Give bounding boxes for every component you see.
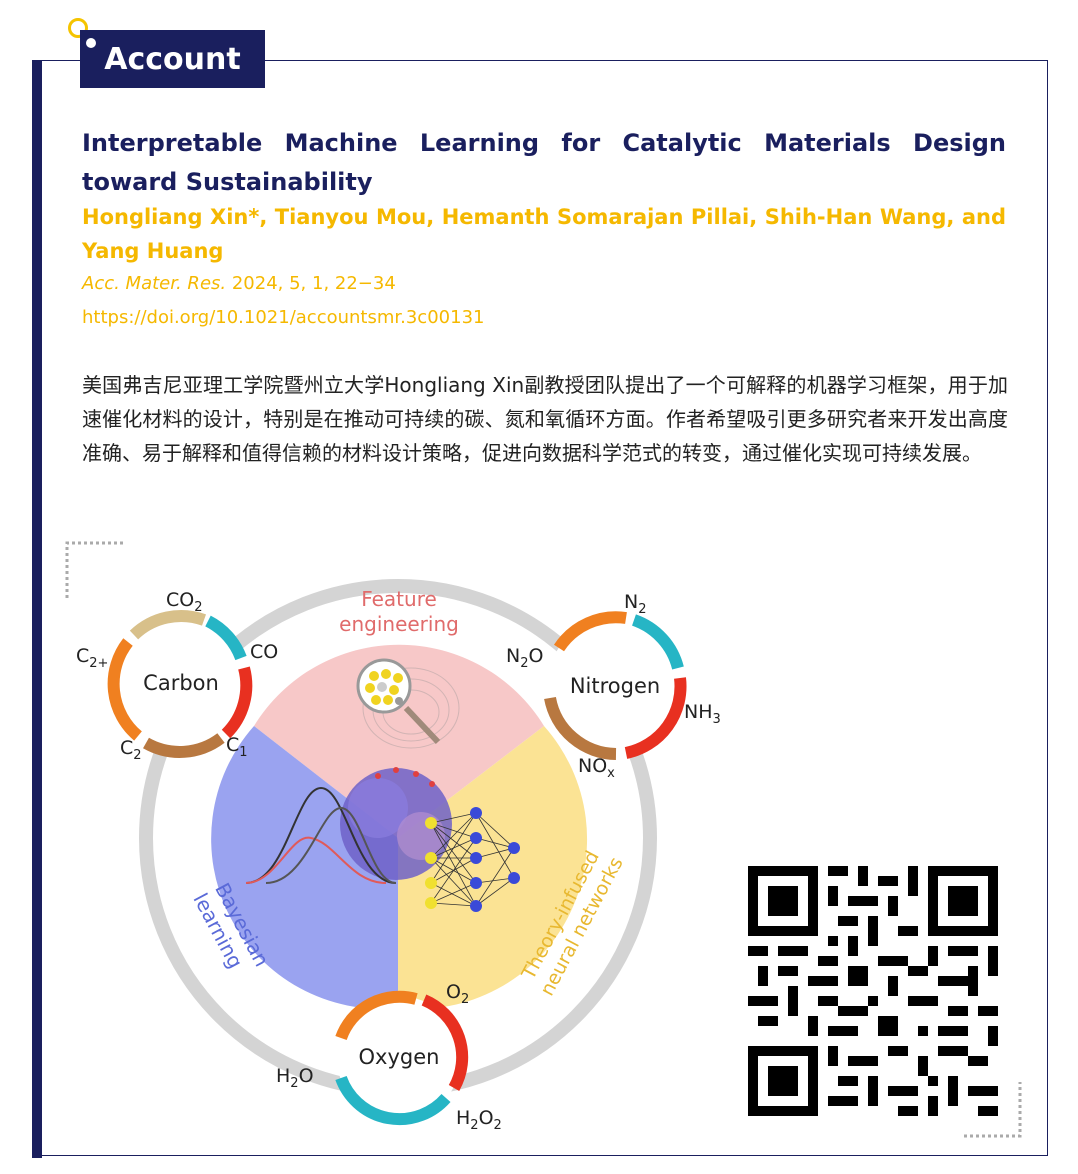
svg-text:C2+: C2+ bbox=[76, 645, 108, 671]
h2o2-sub: 2 bbox=[470, 1118, 478, 1133]
h2o2-sub2: 2 bbox=[494, 1118, 502, 1133]
article-authors: Hongliang Xin*, Tianyou Mou, Hemanth Som… bbox=[82, 205, 1006, 263]
feature-label-line1: Feature bbox=[361, 587, 437, 611]
carbon-cycle: Carbon CO2 CO C1 C2 C2+ bbox=[76, 589, 278, 763]
svg-text:O2: O2 bbox=[446, 981, 469, 1007]
corner-decoration-bottom-right bbox=[964, 1082, 1022, 1138]
journal-name: Acc. Mater. Res. bbox=[82, 273, 227, 294]
magnifier-icon bbox=[356, 658, 460, 749]
h2o-tail: O bbox=[299, 1065, 314, 1087]
svg-text:N2: N2 bbox=[624, 591, 647, 617]
account-tag-label: Account bbox=[104, 41, 241, 77]
c2-sub: 2 bbox=[133, 748, 141, 763]
qr-code-icon[interactable] bbox=[748, 866, 998, 1116]
h2o2-label: H bbox=[456, 1107, 470, 1129]
n2-sub: 2 bbox=[638, 602, 646, 617]
c2plus-sub: 2+ bbox=[89, 656, 108, 671]
tag-ring-decoration bbox=[68, 18, 88, 38]
co-label: CO bbox=[250, 641, 278, 663]
citation-details: 2024, 5, 1, 22−34 bbox=[226, 273, 396, 294]
n2-label: N bbox=[624, 591, 638, 613]
n2o-sub: 2 bbox=[520, 656, 528, 671]
nitrogen-cycle: Nitrogen N2 N2O NH3 NOx bbox=[506, 591, 721, 781]
h2o-sub: 2 bbox=[290, 1076, 298, 1091]
frame-left-bar bbox=[32, 60, 42, 1158]
neural-network-icon bbox=[425, 807, 520, 912]
nitrogen-label: Nitrogen bbox=[570, 674, 660, 698]
theory-sector bbox=[398, 726, 588, 1010]
feature-label-line2: engineering bbox=[339, 612, 459, 636]
nh3-sub: 3 bbox=[713, 712, 721, 727]
c2plus-label: C bbox=[76, 645, 89, 667]
graphical-abstract-figure: Feature engineering Bayesian learning Th… bbox=[76, 579, 721, 1133]
o2-sub: 2 bbox=[461, 992, 469, 1007]
abstract-text: 美国弗吉尼亚理工学院暨州立大学Hongliang Xin副教授团队提出了一个可解… bbox=[82, 373, 1008, 465]
feature-sector bbox=[254, 644, 544, 838]
n2o-label: N bbox=[506, 645, 520, 667]
corner-decoration-top-left bbox=[65, 541, 124, 598]
account-tag: Account bbox=[80, 30, 265, 88]
nh3-label: NH bbox=[684, 701, 713, 723]
carbon-label: Carbon bbox=[143, 671, 219, 695]
n2o-tail: O bbox=[529, 645, 544, 667]
center-pie bbox=[211, 644, 588, 1010]
article-title: Interpretable Machine Learning for Catal… bbox=[82, 129, 1006, 196]
svg-text:C2: C2 bbox=[120, 737, 142, 763]
doi-link[interactable]: https://doi.org/10.1021/accountsmr.3c001… bbox=[82, 307, 485, 328]
catalyst-particle-icon bbox=[340, 767, 452, 880]
c1-label: C bbox=[226, 734, 239, 756]
svg-text:H2O2: H2O2 bbox=[456, 1107, 502, 1133]
svg-text:H2O: H2O bbox=[276, 1065, 314, 1091]
bayesian-sector bbox=[211, 726, 398, 1009]
co2-label: CO bbox=[166, 589, 194, 611]
oxygen-label: Oxygen bbox=[359, 1045, 440, 1069]
tag-dot-decoration bbox=[86, 38, 96, 48]
svg-text:CO2: CO2 bbox=[166, 589, 203, 615]
h2o-label: H bbox=[276, 1065, 290, 1087]
nox-sub: x bbox=[607, 766, 615, 781]
c2-label: C bbox=[120, 737, 133, 759]
o2-label: O bbox=[446, 981, 461, 1003]
c1-sub: 1 bbox=[239, 745, 247, 760]
co2-sub: 2 bbox=[194, 600, 202, 615]
article-citation: Acc. Mater. Res. 2024, 5, 1, 22−34 bbox=[82, 272, 396, 296]
oxygen-cycle: Oxygen O2 H2O H2O2 bbox=[276, 981, 502, 1133]
h2o2-mid: O bbox=[479, 1107, 494, 1129]
distribution-curves-icon bbox=[245, 786, 397, 884]
svg-text:NH3: NH3 bbox=[684, 701, 721, 727]
svg-text:C1: C1 bbox=[226, 734, 248, 760]
nox-label: NO bbox=[578, 755, 607, 777]
svg-text:N2O: N2O bbox=[506, 645, 543, 671]
svg-text:NOx: NOx bbox=[578, 755, 615, 781]
